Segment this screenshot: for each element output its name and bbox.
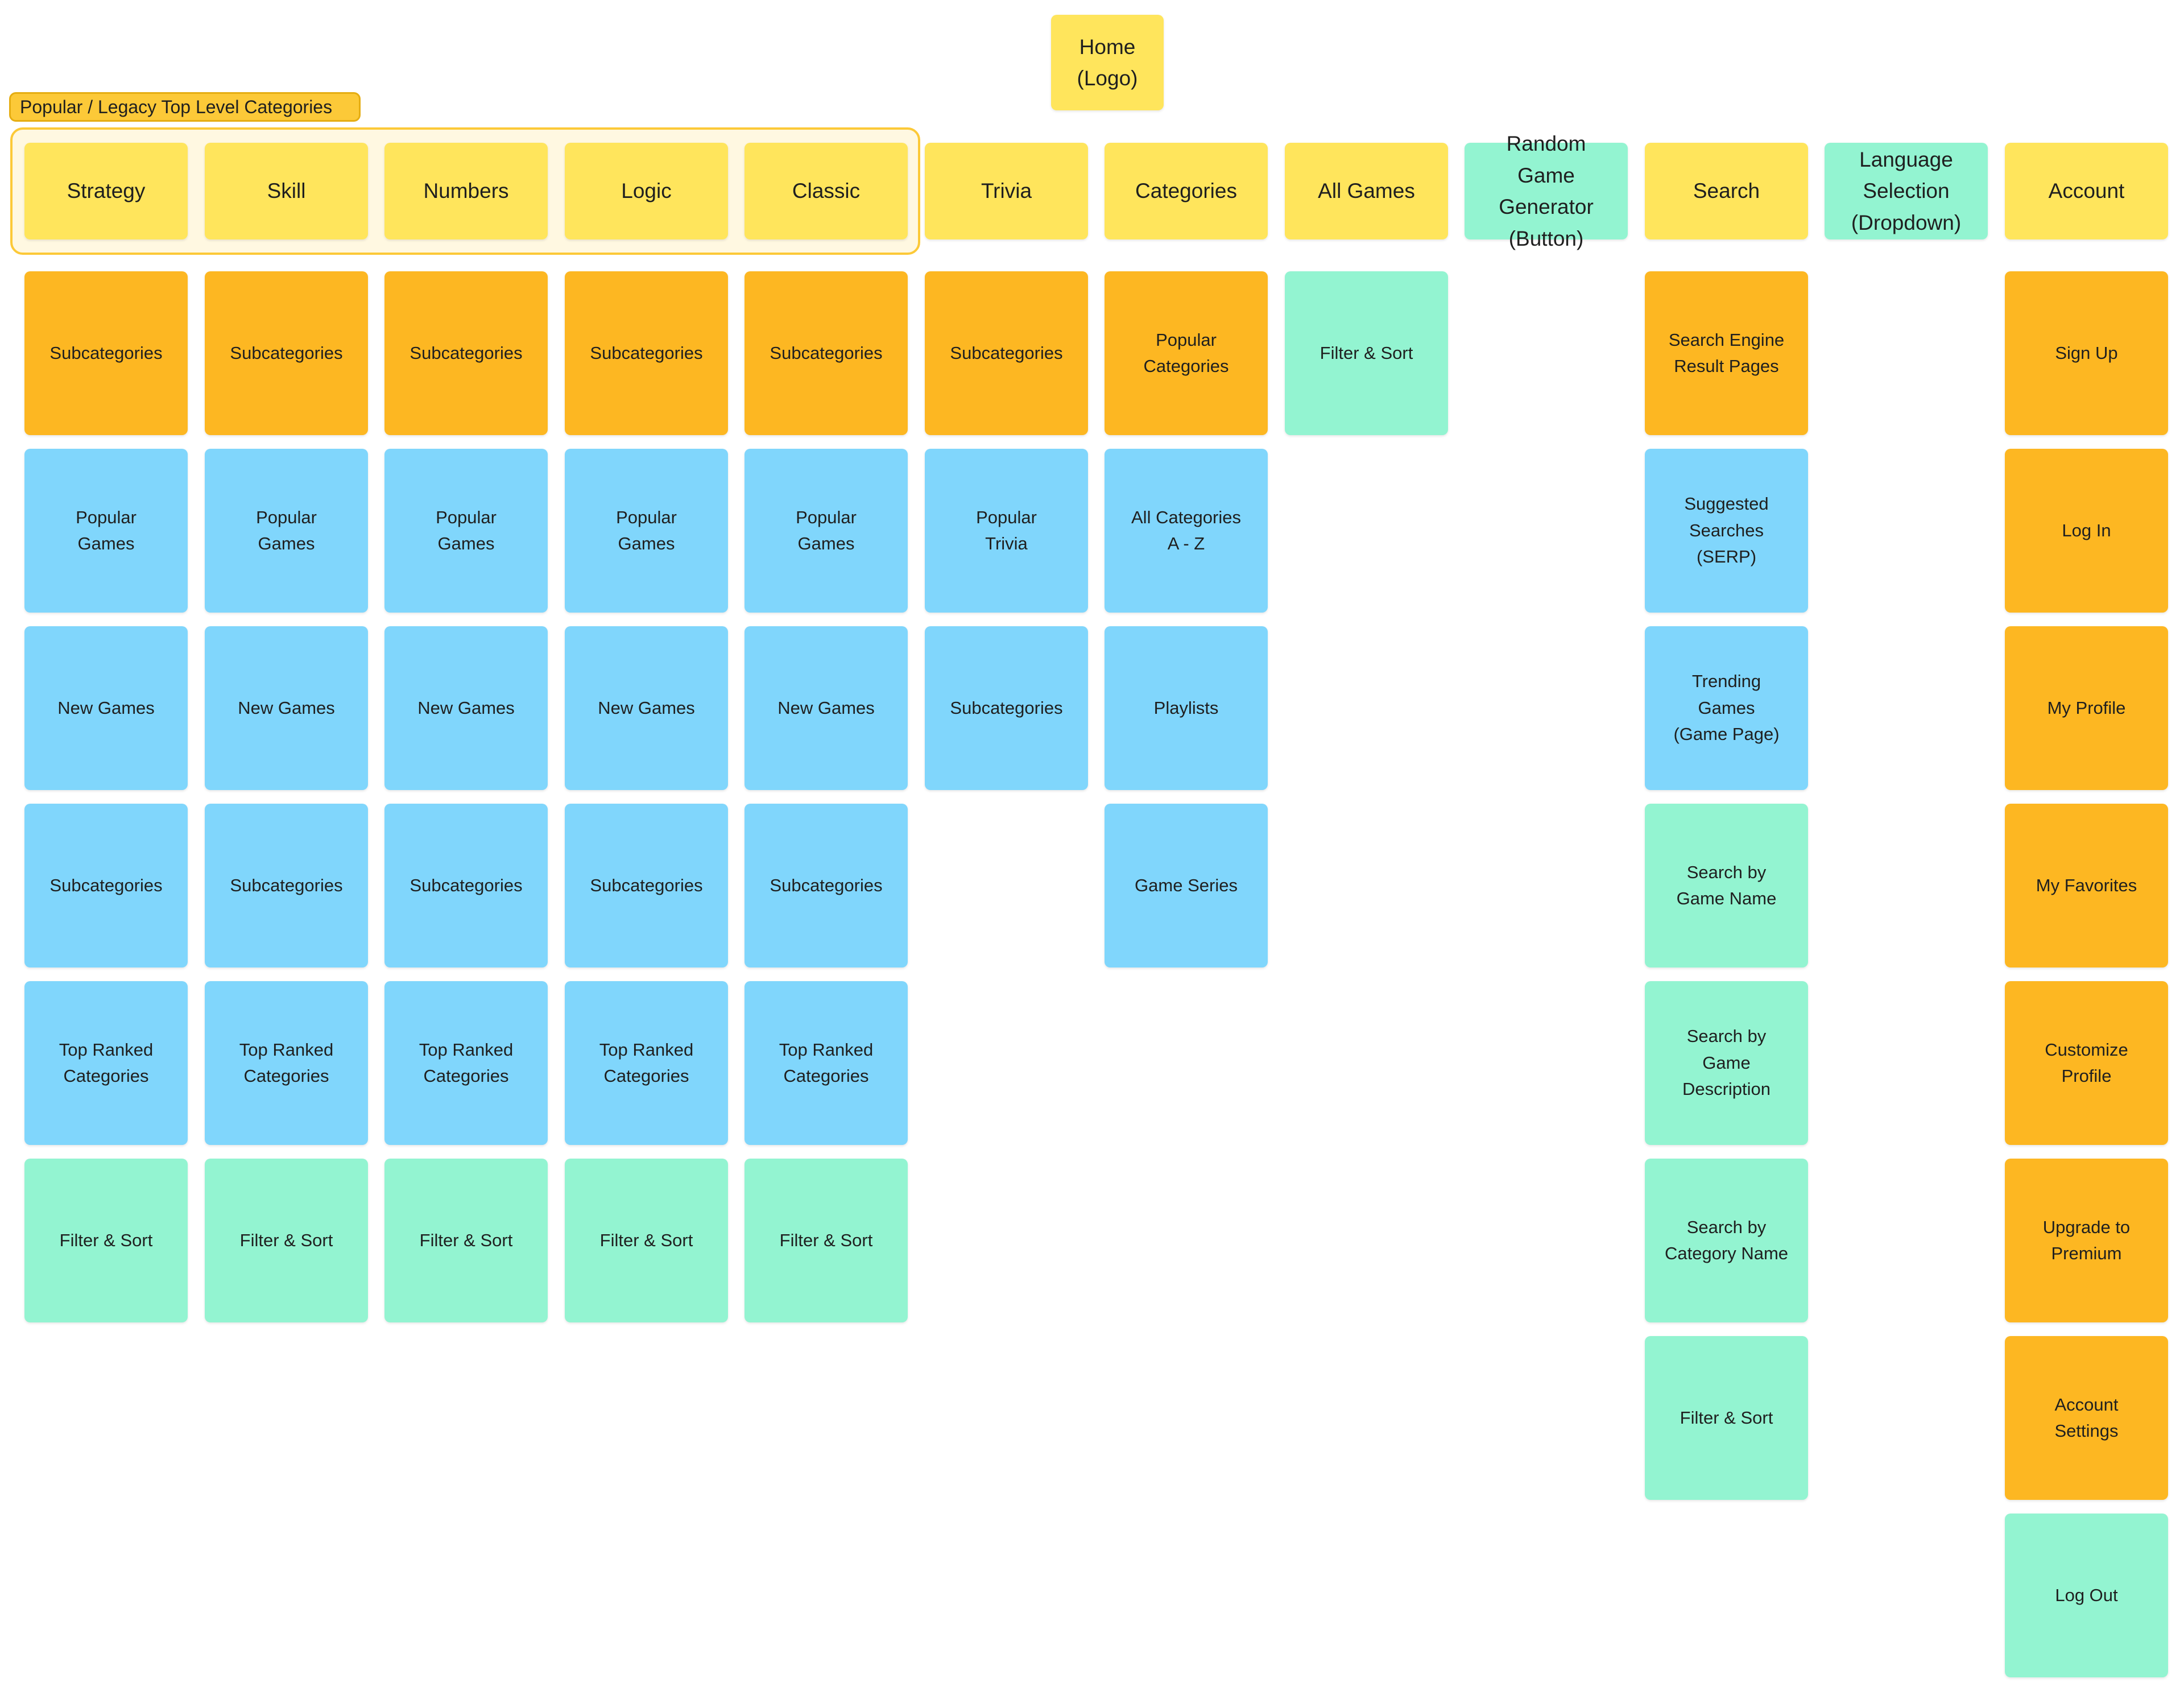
note-trivia-subcategories[interactable]: Subcategories: [925, 626, 1088, 790]
note-search-search-by-game-name[interactable]: Search by Game Name: [1645, 804, 1808, 967]
note-search-search-by-game-description[interactable]: Search by Game Description: [1645, 981, 1808, 1145]
note-numbers-subcategories[interactable]: Subcategories: [384, 804, 548, 967]
note-categories-all-categories-a-z[interactable]: All Categories A - Z: [1105, 449, 1268, 613]
note-strategy-filter-sort[interactable]: Filter & Sort: [24, 1159, 188, 1322]
note-account-my-favorites[interactable]: My Favorites: [2005, 804, 2168, 967]
header-account[interactable]: Account: [2005, 143, 2168, 239]
header-categories[interactable]: Categories: [1105, 143, 1268, 239]
note-search-search-by-category-name[interactable]: Search by Category Name: [1645, 1159, 1808, 1322]
note-trivia-subcategories[interactable]: Subcategories: [925, 271, 1088, 435]
note-account-account-settings[interactable]: Account Settings: [2005, 1336, 2168, 1500]
note-categories-playlists[interactable]: Playlists: [1105, 626, 1268, 790]
note-account-log-out[interactable]: Log Out: [2005, 1514, 2168, 1677]
note-search-trending-games-game-page[interactable]: Trending Games (Game Page): [1645, 626, 1808, 790]
note-trivia-popular-trivia[interactable]: Popular Trivia: [925, 449, 1088, 613]
note-account-log-in[interactable]: Log In: [2005, 449, 2168, 613]
note-classic-filter-sort[interactable]: Filter & Sort: [744, 1159, 908, 1322]
note-strategy-subcategories[interactable]: Subcategories: [24, 271, 188, 435]
header-numbers[interactable]: Numbers: [384, 143, 548, 239]
note-logic-filter-sort[interactable]: Filter & Sort: [565, 1159, 728, 1322]
note-classic-popular-games[interactable]: Popular Games: [744, 449, 908, 613]
note-logic-new-games[interactable]: New Games: [565, 626, 728, 790]
note-all-games-filter-sort[interactable]: Filter & Sort: [1285, 271, 1448, 435]
header-logic[interactable]: Logic: [565, 143, 728, 239]
note-logic-popular-games[interactable]: Popular Games: [565, 449, 728, 613]
header-classic[interactable]: Classic: [744, 143, 908, 239]
note-categories-popular-categories[interactable]: Popular Categories: [1105, 271, 1268, 435]
header-all-games[interactable]: All Games: [1285, 143, 1448, 239]
note-account-customize-profile[interactable]: Customize Profile: [2005, 981, 2168, 1145]
note-logic-top-ranked-categories[interactable]: Top Ranked Categories: [565, 981, 728, 1145]
note-logic-subcategories[interactable]: Subcategories: [565, 271, 728, 435]
note-numbers-filter-sort[interactable]: Filter & Sort: [384, 1159, 548, 1322]
note-logic-subcategories[interactable]: Subcategories: [565, 804, 728, 967]
note-search-search-engine-result-pages[interactable]: Search Engine Result Pages: [1645, 271, 1808, 435]
header-random-game-generator-button[interactable]: Random Game Generator (Button): [1465, 132, 1628, 250]
note-account-upgrade-to-premium[interactable]: Upgrade to Premium: [2005, 1159, 2168, 1322]
note-numbers-subcategories[interactable]: Subcategories: [384, 271, 548, 435]
note-classic-new-games[interactable]: New Games: [744, 626, 908, 790]
header-language-selection-dropdown[interactable]: Language Selection (Dropdown): [1825, 143, 1988, 239]
header-trivia[interactable]: Trivia: [925, 143, 1088, 239]
note-skill-popular-games[interactable]: Popular Games: [205, 449, 368, 613]
header-skill[interactable]: Skill: [205, 143, 368, 239]
note-skill-subcategories[interactable]: Subcategories: [205, 804, 368, 967]
note-classic-subcategories[interactable]: Subcategories: [744, 271, 908, 435]
note-search-filter-sort[interactable]: Filter & Sort: [1645, 1336, 1808, 1500]
note-strategy-subcategories[interactable]: Subcategories: [24, 804, 188, 967]
note-account-sign-up[interactable]: Sign Up: [2005, 271, 2168, 435]
note-strategy-new-games[interactable]: New Games: [24, 626, 188, 790]
note-numbers-popular-games[interactable]: Popular Games: [384, 449, 548, 613]
home-logo-note[interactable]: Home (Logo): [1051, 15, 1164, 110]
note-numbers-top-ranked-categories[interactable]: Top Ranked Categories: [384, 981, 548, 1145]
header-strategy[interactable]: Strategy: [24, 143, 188, 239]
note-skill-top-ranked-categories[interactable]: Top Ranked Categories: [205, 981, 368, 1145]
header-search[interactable]: Search: [1645, 143, 1808, 239]
note-search-suggested-searches-serp[interactable]: Suggested Searches (SERP): [1645, 449, 1808, 613]
note-strategy-popular-games[interactable]: Popular Games: [24, 449, 188, 613]
note-classic-top-ranked-categories[interactable]: Top Ranked Categories: [744, 981, 908, 1145]
note-account-my-profile[interactable]: My Profile: [2005, 626, 2168, 790]
note-categories-game-series[interactable]: Game Series: [1105, 804, 1268, 967]
note-classic-subcategories[interactable]: Subcategories: [744, 804, 908, 967]
note-strategy-top-ranked-categories[interactable]: Top Ranked Categories: [24, 981, 188, 1145]
note-skill-subcategories[interactable]: Subcategories: [205, 271, 368, 435]
section-label: Popular / Legacy Top Level Categories: [9, 92, 361, 122]
note-skill-filter-sort[interactable]: Filter & Sort: [205, 1159, 368, 1322]
note-numbers-new-games[interactable]: New Games: [384, 626, 548, 790]
note-skill-new-games[interactable]: New Games: [205, 626, 368, 790]
